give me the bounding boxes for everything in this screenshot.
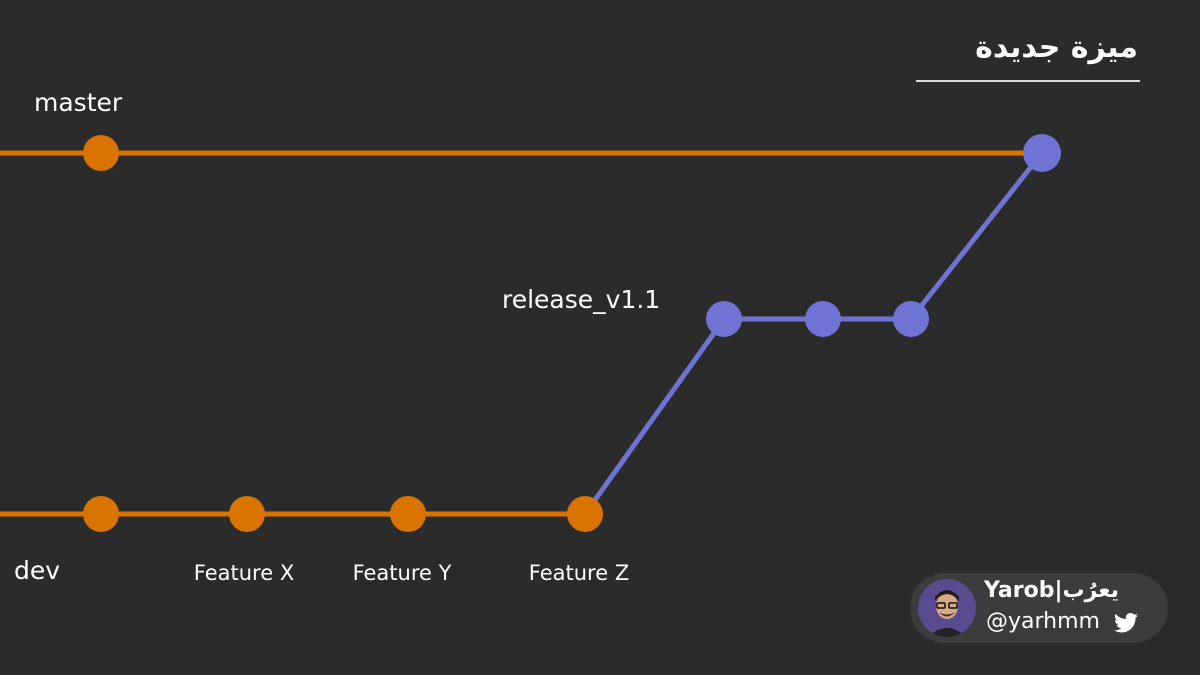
- feature-y-label: Feature Y: [352, 561, 452, 585]
- release-label: release_v1.1: [502, 285, 661, 314]
- page-title: ميزة جديدة: [975, 30, 1138, 65]
- credit-separator: |: [1054, 578, 1063, 603]
- release-commit: [706, 301, 742, 337]
- avatar: [918, 579, 976, 637]
- master-label: master: [34, 88, 123, 117]
- dev-label: dev: [14, 556, 61, 585]
- master-commit: [83, 135, 119, 171]
- release-commit: [805, 301, 841, 337]
- author-credit[interactable]: Yarob|يعرُب @yarhmm: [910, 573, 1168, 643]
- release-commit: [893, 301, 929, 337]
- master-merge-commit: [1023, 134, 1061, 172]
- feature-z-label: Feature Z: [528, 561, 630, 585]
- title-underline: [916, 80, 1140, 82]
- credit-name-latin: Yarob: [984, 578, 1055, 603]
- feature-x-commit: [229, 496, 265, 532]
- feature-y-commit: [390, 496, 426, 532]
- twitter-icon: [1114, 613, 1138, 633]
- dev-commit: [83, 496, 119, 532]
- credit-name: Yarob|يعرُب: [984, 578, 1119, 603]
- credit-handle: @yarhmm: [986, 609, 1100, 634]
- credit-name-arabic: يعرُب: [1062, 578, 1119, 603]
- feature-z-commit: [567, 496, 603, 532]
- feature-x-label: Feature X: [193, 561, 295, 585]
